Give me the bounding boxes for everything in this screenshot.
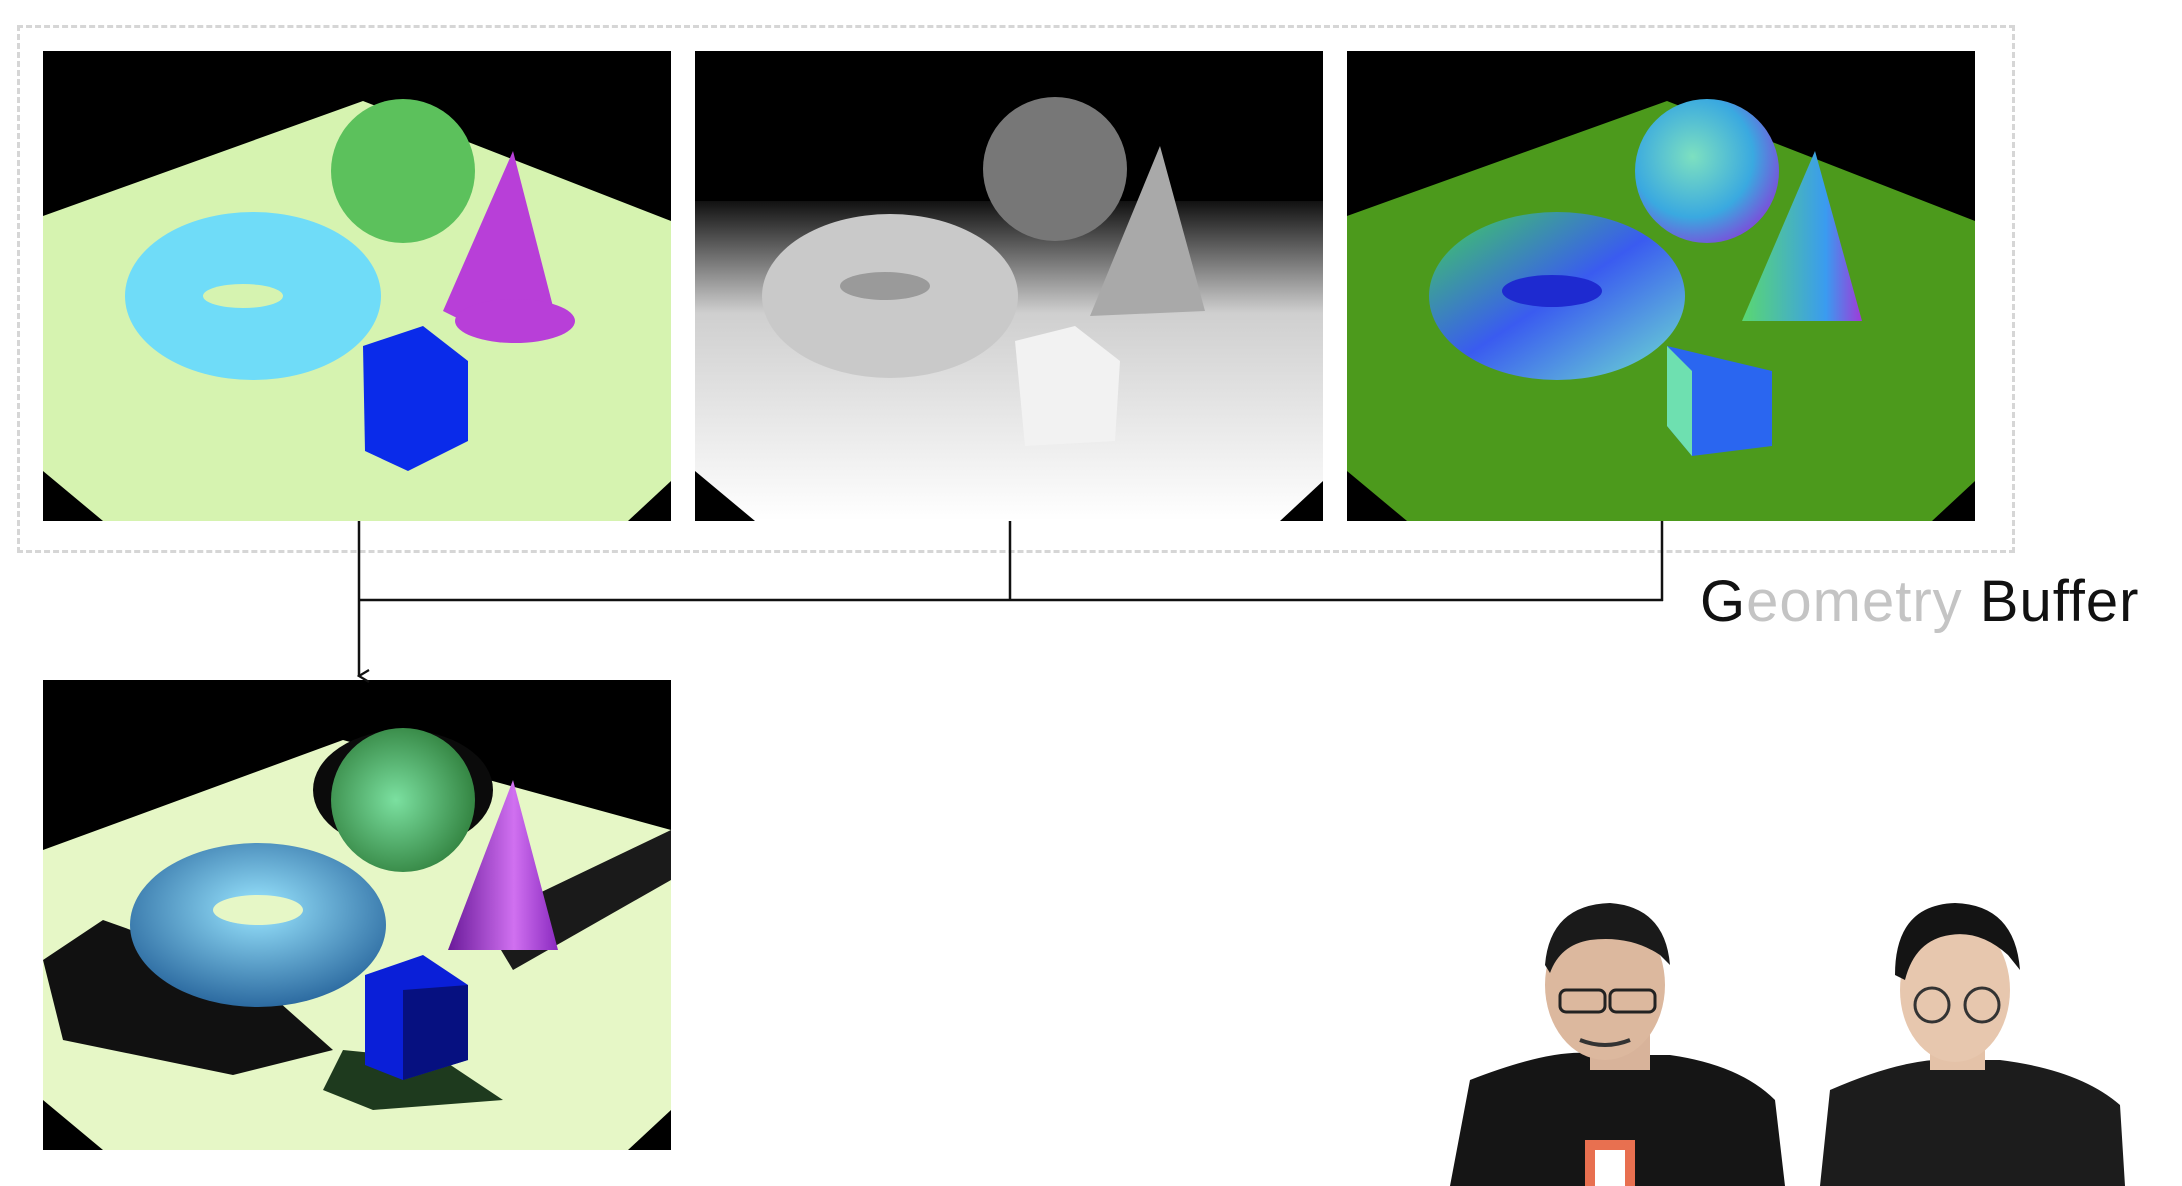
presenter-right	[1820, 903, 2125, 1186]
albedo-buffer-panel	[43, 51, 671, 521]
albedo-buffer-image	[43, 51, 671, 521]
presenters-image	[1440, 895, 2182, 1186]
presenter-video-overlay	[1440, 895, 2182, 1186]
final-lit-panel	[43, 680, 671, 1150]
depth-buffer-panel	[695, 51, 1323, 521]
title-first-letter: G	[1700, 569, 1747, 634]
final-lit-image	[43, 680, 671, 1150]
geometry-buffer-title: Geometry Buffer	[1700, 568, 2139, 635]
geometry-buffer-frame	[17, 25, 2015, 553]
title-last-word: Buffer	[1979, 569, 2140, 634]
presenter-left	[1450, 903, 1785, 1186]
depth-buffer-image	[695, 51, 1323, 521]
normal-buffer-image	[1347, 51, 1975, 521]
title-faded-part: eometry	[1746, 569, 1963, 634]
normal-buffer-panel	[1347, 51, 1975, 521]
